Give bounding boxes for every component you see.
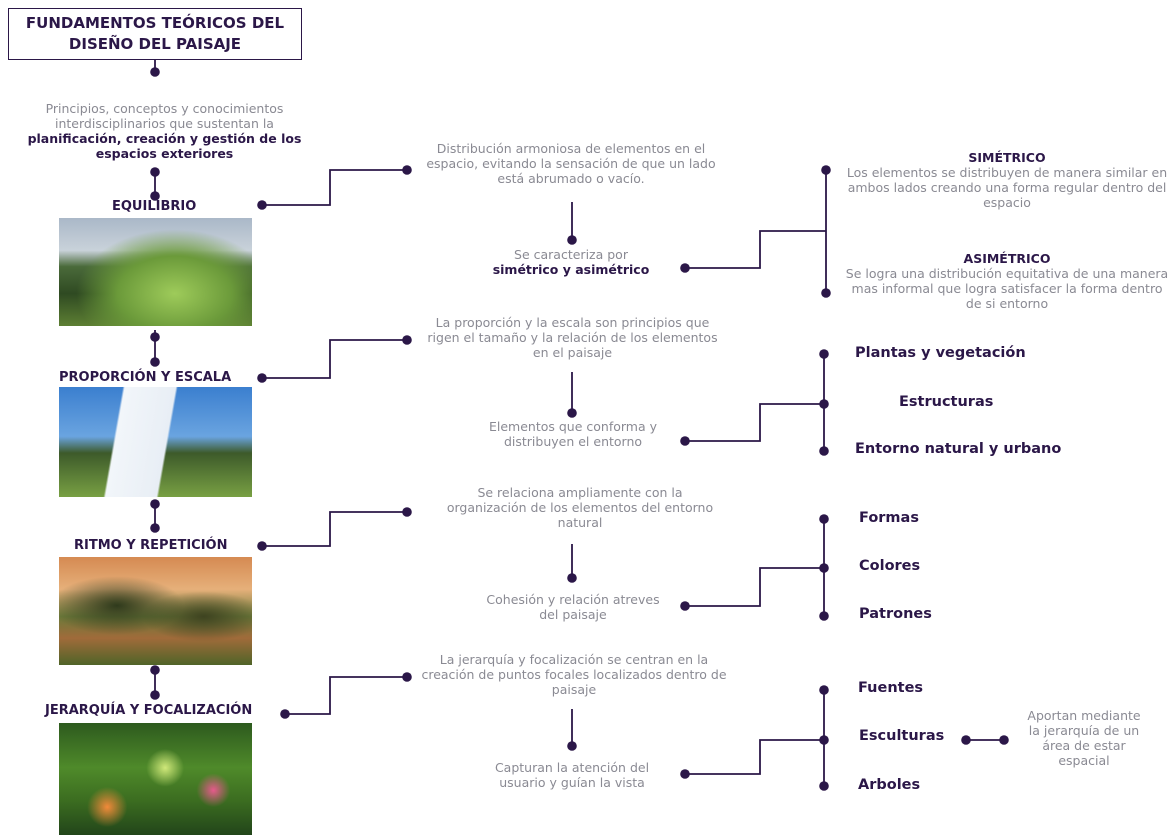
- spine-dot: [150, 690, 160, 700]
- section-label-equilibrio: EQUILIBRIO: [112, 199, 197, 214]
- sub-bold-equilibrio: simétrico y asimétrico: [492, 262, 650, 277]
- leaf-simetrico: SIMÉTRICO Los elementos se distribuyen d…: [843, 150, 1171, 210]
- section-label-jerarquia: JERARQUÍA Y FOCALIZACIÓN: [45, 703, 253, 718]
- leaf-simetrico-text: Los elementos se distribuyen de manera s…: [846, 165, 1168, 210]
- leaf-dot: [819, 399, 829, 409]
- spine-dot: [150, 665, 160, 675]
- branch-sub-0: [685, 230, 826, 269]
- leaf-asimetrico: ASIMÉTRICO Se logra una distribución equ…: [843, 251, 1171, 311]
- sub-dot: [567, 408, 577, 418]
- extra-dot: [999, 735, 1009, 745]
- intro-bold: planificación, creación y gestión de los…: [27, 131, 302, 161]
- leaf-plantas: Plantas y vegetación: [855, 345, 1026, 361]
- label-dot: [257, 373, 267, 383]
- description-jerarquia: La jerarquía y focalización se centran e…: [421, 652, 727, 697]
- leaf-entorno: Entorno natural y urbano: [855, 441, 1062, 457]
- photo-ritmo: [59, 557, 252, 665]
- leaf-fuentes: Fuentes: [858, 680, 924, 696]
- branch-desc-3: [285, 676, 407, 715]
- leaf-colores: Colores: [859, 558, 921, 574]
- photo-jerarquia: [59, 723, 252, 835]
- desc-dot: [402, 672, 412, 682]
- intro-plain: Principios, conceptos y conocimientos in…: [45, 101, 284, 131]
- label-dot: [257, 200, 267, 210]
- spine-dot: [150, 523, 160, 533]
- leaf-dot: [819, 563, 829, 573]
- label-dot: [257, 541, 267, 551]
- sub-dot: [567, 235, 577, 245]
- leaf-asimetrico-text: Se logra una distribución equitativa de …: [845, 266, 1169, 311]
- description-ritmo: Se relaciona ampliamente con la organiza…: [446, 485, 714, 530]
- sub-ritmo: Cohesión y relación atreves del paisaje: [486, 592, 660, 622]
- description-proporcion: La proporción y la escala son principios…: [427, 315, 718, 360]
- sub-dot: [680, 436, 690, 446]
- spine-dot: [150, 499, 160, 509]
- sub-jerarquia: Capturan la atención del usuario y guían…: [494, 760, 650, 790]
- sub-dot: [567, 741, 577, 751]
- section-label-proporcion: PROPORCIÓN Y ESCALA: [59, 370, 232, 385]
- leaf-simetrico-title: SIMÉTRICO: [968, 150, 1046, 165]
- leaf-dot: [819, 611, 829, 621]
- desc-dot: [402, 335, 412, 345]
- extra-dot: [961, 735, 971, 745]
- branch-desc-0: [262, 169, 407, 206]
- label-dot: [280, 709, 290, 719]
- sub-plain-equilibrio: Se caracteriza por: [514, 247, 628, 262]
- sub-dot: [680, 263, 690, 273]
- leaf-dot: [819, 446, 829, 456]
- sub-dot: [680, 601, 690, 611]
- leaf-dot: [819, 349, 829, 359]
- leaf-dot: [819, 781, 829, 791]
- sub-equilibrio: Se caracteriza por simétrico y asimétric…: [465, 247, 677, 277]
- sub-proporcion: Elementos que conforma y distribuyen el …: [488, 419, 658, 449]
- leaf-dot: [819, 685, 829, 695]
- intro-text: Principios, conceptos y conocimientos in…: [8, 101, 321, 161]
- section-label-ritmo: RITMO Y REPETICIÓN: [74, 538, 228, 553]
- sub-dot: [680, 769, 690, 779]
- branch-sub-2: [685, 567, 824, 607]
- desc-dot: [402, 507, 412, 517]
- branch-sub-3: [685, 739, 824, 775]
- spine-dot: [150, 191, 160, 201]
- photo-equilibrio: [59, 218, 252, 326]
- leaf-formas: Formas: [859, 510, 919, 526]
- description-equilibrio: Distribución armoniosa de elementos en e…: [426, 141, 716, 186]
- spine-dot: [150, 67, 160, 77]
- leaf-esculturas: Esculturas: [859, 728, 945, 744]
- sub-dot: [567, 573, 577, 583]
- leaf-dot: [821, 288, 831, 298]
- spine-dot: [150, 167, 160, 177]
- spine-dot: [150, 357, 160, 367]
- branch-desc-1: [262, 339, 407, 379]
- leaf-arboles: Arboles: [858, 777, 921, 793]
- leaf-estructuras: Estructuras: [899, 394, 994, 410]
- extra-note-jerarquia: Aportan mediante la jerarquía de un área…: [1027, 708, 1141, 768]
- desc-dot: [402, 165, 412, 175]
- leaf-asimetrico-title: ASIMÉTRICO: [963, 251, 1051, 266]
- leaf-dot: [821, 165, 831, 175]
- leaf-dot: [819, 514, 829, 524]
- branch-sub-1: [685, 403, 824, 442]
- leaf-patrones: Patrones: [859, 606, 932, 622]
- photo-proporcion: [59, 387, 252, 497]
- leaf-dot: [819, 735, 829, 745]
- diagram-title: FUNDAMENTOS TEÓRICOS DEL DISEÑO DEL PAIS…: [8, 8, 302, 60]
- spine-dot: [150, 332, 160, 342]
- branch-desc-2: [262, 511, 407, 547]
